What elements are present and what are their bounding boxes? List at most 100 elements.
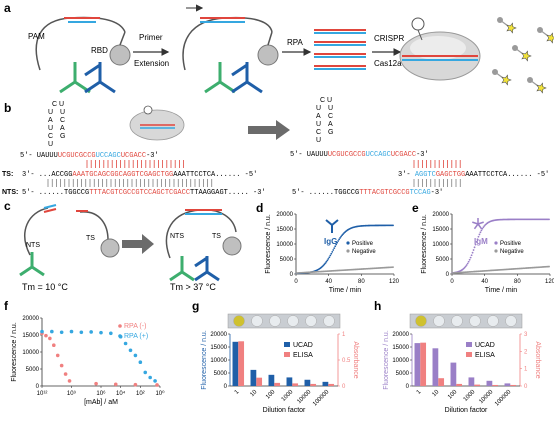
legend-label-rpa-minus: RPA (-): [124, 323, 146, 330]
tube-strip-bg: [409, 313, 523, 329]
data-point: [335, 243, 338, 246]
y-tick-label: 15000: [392, 345, 409, 351]
reporter-fluorophore-star: [501, 74, 512, 86]
svg-text:G: G: [60, 133, 65, 140]
duplex-base-pairs: [47, 179, 213, 187]
panel-e-letter: e: [412, 201, 419, 215]
y-tick-label: 5000: [214, 371, 228, 377]
c-nts-left: NTS: [26, 242, 40, 249]
data-point: [94, 381, 98, 386]
y2-axis-label: Absorbance: [352, 341, 359, 378]
legend-label-positive: Positive: [352, 241, 374, 247]
c-nts-right: NTS: [170, 233, 184, 240]
y-tick-label: 20000: [210, 332, 227, 338]
y-tick-label: 20000: [392, 332, 409, 338]
y-axis-label: Fluorescence / n.u.: [201, 330, 208, 390]
igm-label: IgM: [474, 237, 488, 246]
data-point: [123, 341, 128, 346]
x-tick-label: 10: [431, 389, 440, 398]
tube-well: [451, 315, 463, 327]
panel-b-arrow: [248, 120, 290, 140]
x-tick-label: 40: [481, 279, 488, 285]
svg-text:C U: C U: [52, 101, 64, 108]
reporter-fluorophore-star: [546, 32, 554, 44]
bar-elisa: [456, 383, 463, 386]
tube-well: [415, 315, 427, 327]
igm-antibody-icon: [473, 223, 479, 230]
svg-text:C: C: [328, 113, 333, 120]
panel-c-arrow: [122, 234, 154, 254]
x-axis-label: [mAb] / aM: [84, 399, 118, 406]
data-point: [336, 241, 339, 244]
x-tick-label: 80: [514, 279, 521, 285]
data-point: [89, 330, 93, 334]
legend-label-rpa-plus: RPA (+): [124, 333, 148, 340]
bar-elisa: [256, 377, 263, 386]
data-point: [138, 360, 143, 365]
bar-elisa: [438, 378, 445, 386]
legend-swatch-ucad: [466, 342, 472, 347]
legend-label-negative: Negative: [352, 249, 376, 255]
y-tick-label: 20000: [22, 316, 39, 322]
tube-well: [233, 315, 245, 327]
tube-strip-bg: [227, 313, 341, 329]
bar-elisa: [238, 341, 245, 386]
data-point: [479, 231, 482, 234]
y-tick-label: 0: [224, 384, 228, 390]
tube-well: [323, 315, 335, 327]
y-tick-label: 0: [406, 384, 410, 390]
x-tick-label: 100000: [494, 389, 513, 408]
bar-elisa: [292, 383, 299, 386]
data-point: [468, 258, 471, 261]
legend-label-negative: Negative: [500, 249, 524, 255]
primer-label: Primer: [139, 33, 163, 42]
data-point: [477, 235, 480, 238]
y-tick-label: 0: [36, 384, 40, 390]
left-crrna-stem: C U U U A C U A C G U: [48, 101, 65, 148]
panel-b-letter: b: [4, 101, 11, 115]
data-point: [44, 333, 48, 338]
panel-c: c NTS TS Tm = 10 °C NTS TS Tm > 37 °C: [4, 199, 242, 292]
legend-marker-positive: [346, 241, 350, 245]
data-point: [475, 240, 478, 243]
bar-elisa: [474, 384, 481, 386]
ts-label: TS:: [2, 171, 13, 178]
data-point: [133, 353, 138, 358]
extension-label: Extension: [134, 59, 169, 68]
data-point: [465, 264, 468, 266]
bar-ucad: [432, 348, 439, 386]
data-point: [464, 265, 467, 268]
y-tick-label: 20000: [432, 212, 449, 218]
data-point: [324, 262, 327, 265]
x-tick-label: 40: [325, 279, 332, 285]
legend-label-positive: Positive: [500, 241, 522, 247]
reporter-fluorophore-star: [521, 50, 532, 62]
igm-antibody-icon: [477, 223, 483, 230]
panel-a-letter: a: [4, 1, 11, 15]
data-point: [323, 263, 326, 266]
nts-label: NTS:: [2, 189, 18, 196]
data-point: [548, 218, 550, 221]
panel-a-construct-2: [182, 4, 279, 94]
bar-ucad: [250, 369, 257, 386]
legend-label-ucad: UCAD: [293, 342, 313, 349]
x-tick-label: 10000: [296, 389, 313, 406]
panel-d-letter: d: [256, 201, 263, 215]
y-tick-label: 15000: [276, 227, 293, 233]
x-tick-label: 120: [389, 279, 400, 285]
data-point: [40, 329, 44, 334]
sample-tube-strip: [409, 313, 523, 329]
bar-ucad: [486, 380, 493, 386]
svg-text:U: U: [60, 109, 65, 116]
y2-tick-label: 2: [524, 349, 528, 355]
data-point: [340, 235, 342, 238]
y2-tick-label: 0.5: [342, 358, 351, 364]
panel-b-cas-blob: [129, 105, 185, 141]
bar-elisa: [274, 382, 281, 386]
y2-tick-label: 0: [342, 384, 346, 390]
data-point: [69, 329, 74, 334]
svg-text:U: U: [48, 109, 53, 116]
